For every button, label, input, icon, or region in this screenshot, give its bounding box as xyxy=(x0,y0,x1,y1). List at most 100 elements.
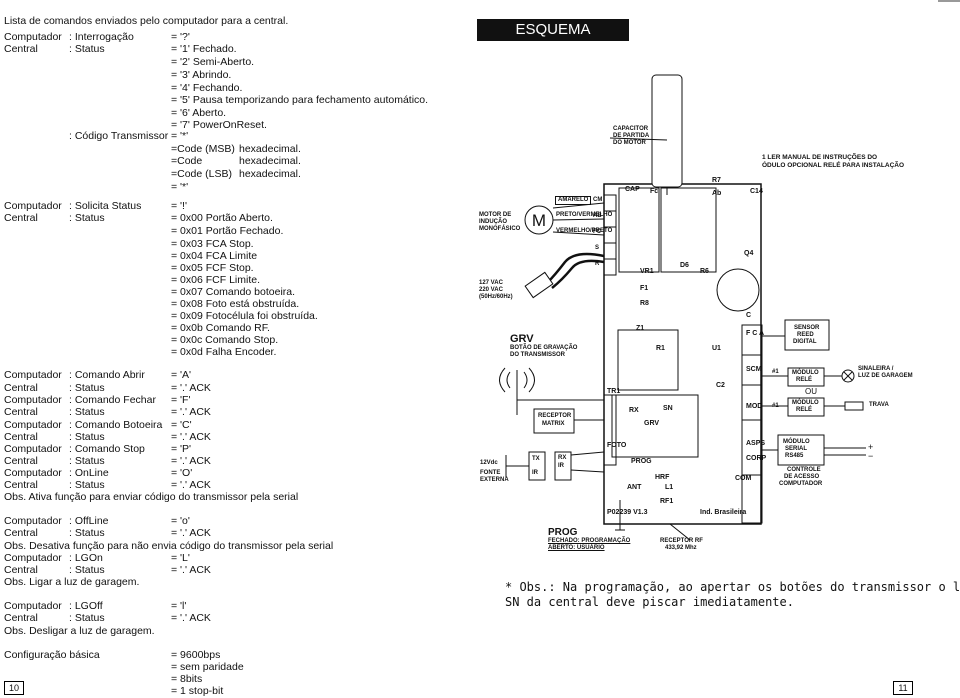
obs-online: Obs. Ativa função para enviar código do … xyxy=(4,491,299,503)
offline-computer: Computador xyxy=(4,515,62,527)
cmd-row-9-cmd: : OnLine xyxy=(69,467,109,479)
cmd-row-5-cmd: : Comando Botoeira xyxy=(69,419,163,431)
lgon-value: = 'L' xyxy=(171,552,190,564)
board-foto: FOTO xyxy=(607,442,627,449)
codigo-mid: =Code xyxy=(171,155,203,167)
serial-label-2: SERIAL xyxy=(785,446,808,452)
minus-sign: − xyxy=(868,451,873,461)
config-baud: = 9600bps xyxy=(171,649,221,661)
cmd-row-6-val: = '.' ACK xyxy=(171,431,211,443)
cmd-row-10-cmd: : Status xyxy=(69,479,105,491)
board-com: COM xyxy=(735,475,752,482)
terminal-strip xyxy=(741,324,763,524)
solicita-status-8: = 0x09 Fotocélula foi obstruída. xyxy=(171,310,318,322)
hash-1-bottom: #1 xyxy=(772,403,779,409)
obs-lgoff: Obs. Desligar a luz de garagem. xyxy=(4,625,155,637)
cmd-row-1-cmd: : Comando Abrir xyxy=(69,369,145,381)
interrog-status-4: = '4' Fechando. xyxy=(171,82,243,94)
offline-status: : Status xyxy=(69,527,105,539)
solicita-status-0: = 0x00 Portão Aberto. xyxy=(171,212,273,224)
lgoff-computer: Computador xyxy=(4,600,62,612)
lgon-central: Central xyxy=(4,564,38,576)
tx-label: TX xyxy=(532,456,540,462)
terminal-cm: CM xyxy=(593,197,603,203)
rele-1-label-1: MÓDULO xyxy=(792,370,819,376)
terminal-r: R xyxy=(595,261,600,267)
board-ab: Ab xyxy=(712,190,722,197)
sinaleira-label-1: SINALEIRA / xyxy=(858,366,894,372)
interrog-status: : Status xyxy=(69,43,105,55)
board-ind: Ind. Brasileira xyxy=(700,509,747,516)
receptor-label-2: MATRIX xyxy=(542,421,565,427)
rf-label-1: RECEPTOR RF xyxy=(660,538,703,544)
capacitor-label-3: DO MOTOR xyxy=(613,140,646,146)
terminal-ab: AB xyxy=(593,213,602,219)
cmd-row-2-cmd: : Status xyxy=(69,382,105,394)
hex-1: hexadecimal. xyxy=(239,143,301,155)
board-vr1: VR1 xyxy=(640,268,654,275)
codigo-end: = '*' xyxy=(171,181,189,193)
solicita-status-6: = 0x07 Comando botoeira. xyxy=(171,286,296,298)
config-stopbit: = 1 stop-bit xyxy=(171,685,224,697)
board-fc: Fc xyxy=(650,188,659,195)
config-label: Configuração básica xyxy=(4,649,100,661)
cmd-row-6-cmd: : Status xyxy=(69,431,105,443)
codigo-lsb: =Code (LSB) xyxy=(171,168,232,180)
lgoff-cmd: : LGOff xyxy=(69,600,103,612)
solicita-computer: Computador xyxy=(4,200,62,212)
grv-desc-1: BOTÃO DE GRAVAÇÃO xyxy=(510,345,578,351)
board-corp: CORP xyxy=(746,455,767,462)
solicita-status-11: = 0x0d Falha Encoder. xyxy=(171,346,277,358)
board-asps: ASPS xyxy=(746,440,766,447)
cmd-row-2: Central xyxy=(4,382,38,394)
cmd-row-2-val: = '.' ACK xyxy=(171,382,211,394)
lamp-icon xyxy=(841,369,855,383)
sensor-label-3: DIGITAL xyxy=(793,339,817,345)
buzzer xyxy=(716,268,760,312)
rx-box xyxy=(554,451,572,481)
prog-fechado: FECHADO: PROGRAMAÇÃO xyxy=(548,538,631,544)
rele-module-2 xyxy=(787,397,825,417)
cmd-row-7: Computador xyxy=(4,443,62,455)
interrog-value: = '?' xyxy=(171,31,190,43)
hex-2: hexadecimal. xyxy=(239,155,301,167)
motor-terminals xyxy=(603,194,617,276)
solicita-status-3: = 0x04 FCA Limite xyxy=(171,250,258,262)
solicita-status: : Status xyxy=(69,212,105,224)
hash-1-top: #1 xyxy=(772,369,779,375)
interrog-status-2: = '2' Semi-Aberto. xyxy=(171,56,255,68)
interrog-status-1: = '1' Fechado. xyxy=(171,43,237,55)
prog-title: PROG xyxy=(548,527,578,538)
rx-label: RX xyxy=(558,455,567,461)
sensor-reed-box xyxy=(784,319,830,351)
cmd-row-8-val: = '.' ACK xyxy=(171,455,211,467)
board-r6: R6 xyxy=(700,268,709,275)
main-board xyxy=(603,183,762,525)
interrog-computer: Computador xyxy=(4,31,62,43)
board-r7: R7 xyxy=(712,177,721,184)
cmd-row-10: Central xyxy=(4,479,38,491)
sensor-label-2: REED xyxy=(797,332,814,338)
plus-sign: + xyxy=(868,442,873,452)
board-f1: F1 xyxy=(640,285,649,292)
board-sn: SN xyxy=(663,405,673,412)
terminal-s: S xyxy=(595,245,600,251)
cmd-row-3-val: = 'F' xyxy=(171,394,191,406)
fonte-12v: 12Vdc xyxy=(480,460,498,466)
solicita-status-5: = 0x06 FCF Limite. xyxy=(171,274,260,286)
controle-label-3: COMPUTADOR xyxy=(779,481,823,487)
interrog-status-6: = '6' Aberto. xyxy=(171,107,227,119)
solicita-status-7: = 0x08 Foto está obstruída. xyxy=(171,298,300,310)
capacitor xyxy=(651,74,683,188)
rele-2-label-1: MÓDULO xyxy=(792,400,819,406)
lgon-status: : Status xyxy=(69,564,105,576)
controle-label-1: CONTROLE xyxy=(787,467,821,473)
hex-3: hexadecimal. xyxy=(239,168,301,180)
cmd-row-5: Computador xyxy=(4,419,62,431)
codigo-msb: =Code (MSB) xyxy=(171,143,235,155)
ou-label: OU xyxy=(805,387,817,396)
motor-symbol-glyph: M xyxy=(532,211,546,230)
config-parity: = sem paridade xyxy=(171,661,244,673)
offline-central: Central xyxy=(4,527,38,539)
